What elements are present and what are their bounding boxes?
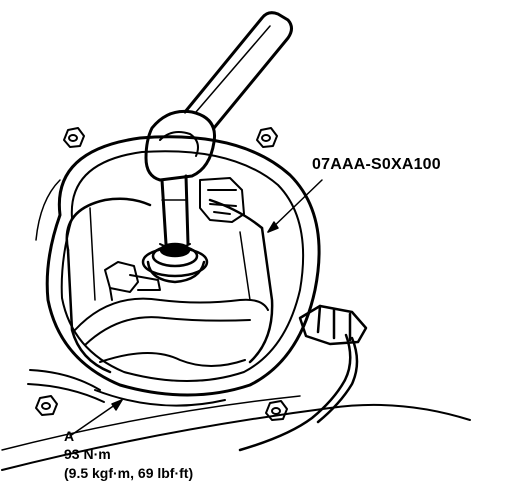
harness-connector: [298, 304, 368, 346]
lock-ring-wrench: [144, 11, 293, 249]
special-tool-number: 07AAA-S0XA100: [312, 156, 441, 173]
mounting-bolt-bottom-left: [35, 395, 58, 416]
fuel-pump-body: [65, 197, 274, 374]
access-opening: [45, 135, 321, 407]
mounting-bolt-bottom-right: [265, 400, 288, 421]
torque-spec-nm: 93 N·m: [64, 446, 111, 462]
torque-spec-alternate-units: (9.5 kgf·m, 69 lbf·ft): [64, 465, 194, 481]
fuel-line-fitting: [104, 261, 161, 301]
wiring-harness: [238, 333, 359, 452]
lock-ring: [141, 242, 209, 284]
mounting-bolt-top-right: [256, 127, 278, 148]
pump-connector: [199, 177, 245, 223]
callout-a-label: A: [64, 428, 75, 444]
tool-leader-line: [267, 179, 323, 233]
callout-a-leader-line: [69, 399, 123, 437]
mounting-bolt-top-left: [63, 127, 85, 148]
